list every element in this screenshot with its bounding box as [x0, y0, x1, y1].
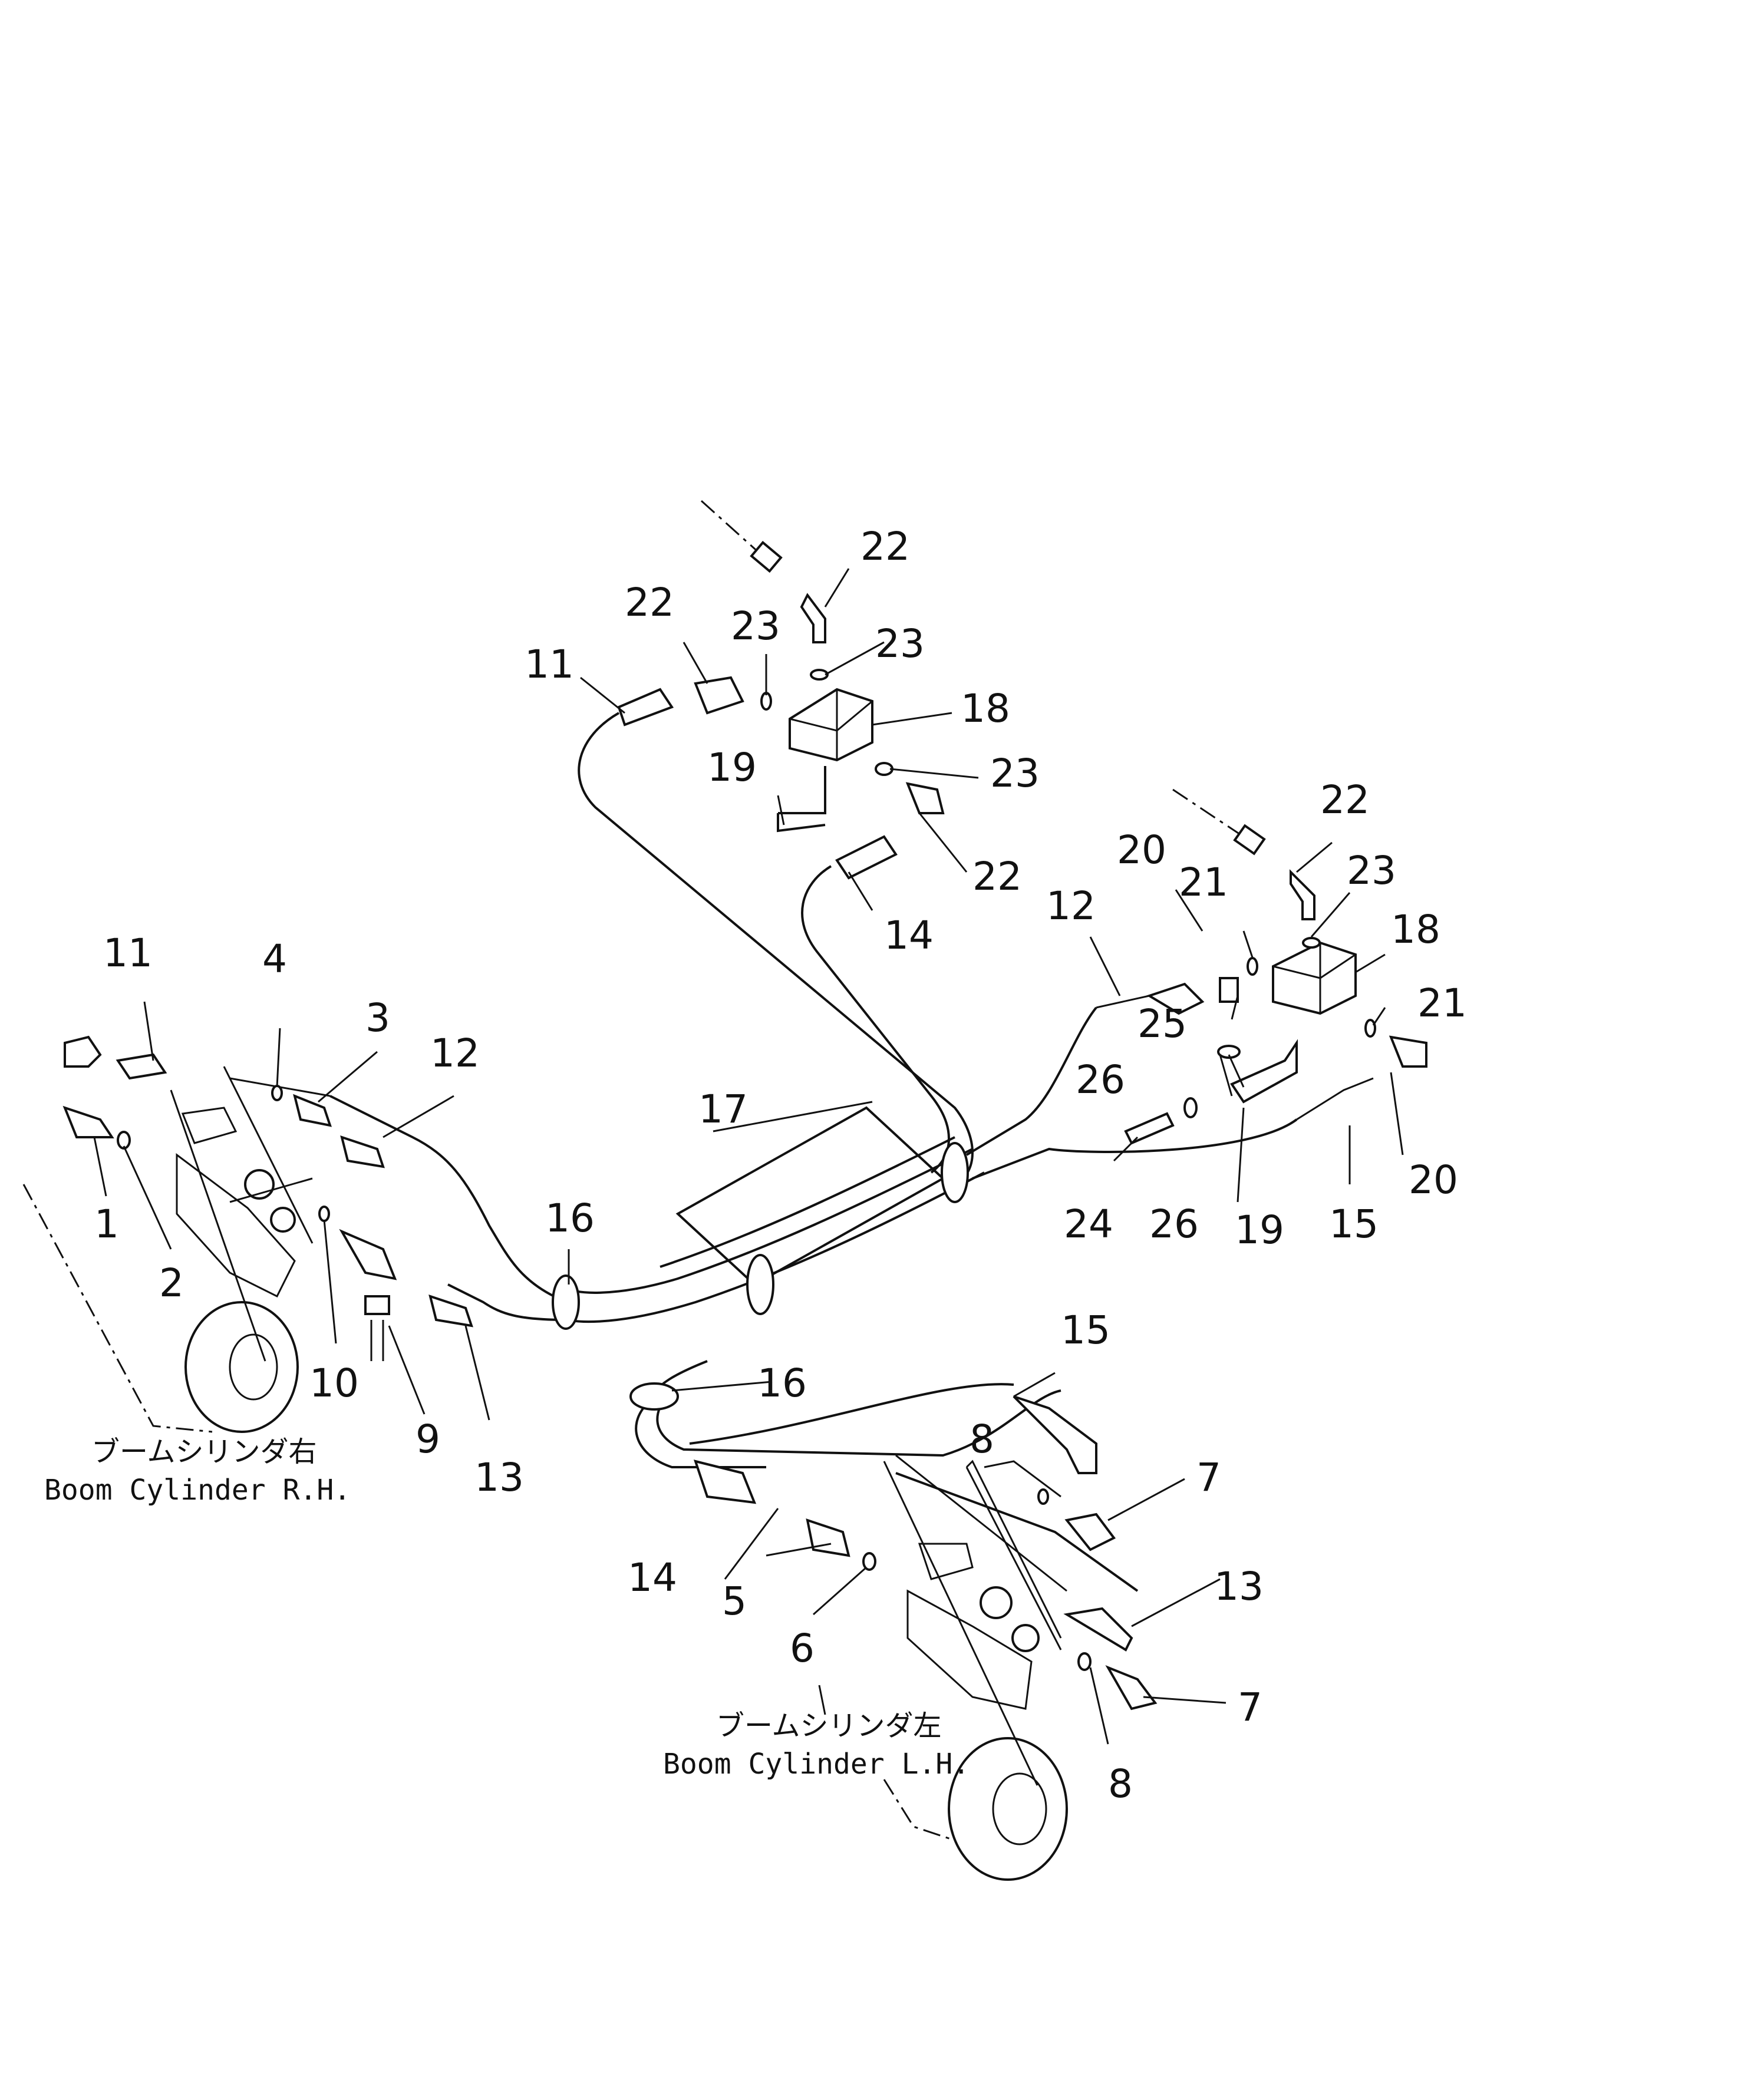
lower-fittings	[693, 1395, 1158, 1711]
part-label-1: 1	[94, 1201, 119, 1247]
part-label-22-upper-b: 22	[860, 524, 910, 569]
part-label-8b: 8	[1108, 1761, 1133, 1807]
caption-rh-english: Boom Cylinder R.H.	[44, 1474, 351, 1507]
hose-lines	[329, 712, 1298, 1592]
boom-cylinder-lh	[883, 1461, 1068, 1881]
part-label-23-upper-b: 23	[875, 621, 925, 666]
part-label-20-right: 20	[1409, 1157, 1458, 1203]
part-label-26-lower: 26	[1149, 1201, 1199, 1247]
part-label-7a: 7	[1196, 1455, 1221, 1500]
clamp-16-upper	[552, 1274, 580, 1330]
part-label-24: 24	[1064, 1201, 1113, 1247]
part-label-2: 2	[159, 1260, 184, 1306]
part-label-11-top: 11	[525, 642, 574, 687]
part-label-16-lower: 16	[757, 1361, 807, 1406]
part-label-13-lower: 13	[1214, 1564, 1264, 1609]
part-label-3: 3	[365, 995, 390, 1041]
part-label-15-right: 15	[1329, 1201, 1379, 1247]
part-label-21-top: 21	[1179, 860, 1228, 905]
part-label-12-right: 12	[1046, 883, 1096, 929]
part-label-21-right: 21	[1417, 980, 1467, 1026]
part-label-20-top: 20	[1117, 827, 1166, 873]
part-label-14-lower: 14	[628, 1555, 677, 1600]
part-label-19-upper: 19	[707, 745, 757, 790]
part-label-15-lower: 15	[1061, 1307, 1110, 1353]
captions: ブームシリンダ右 Boom Cylinder R.H. ブームシリンダ左 Boo…	[44, 1435, 970, 1781]
part-label-17: 17	[698, 1087, 748, 1132]
upper-fittings	[617, 500, 945, 880]
part-label-10: 10	[309, 1361, 359, 1406]
bracket-19-right	[1230, 1039, 1298, 1104]
part-label-4: 4	[262, 936, 287, 982]
part-label-22-right: 22	[1320, 777, 1370, 823]
caption-lh-japanese: ブームシリンダ左	[716, 1709, 942, 1742]
part-label-23-right: 23	[1347, 848, 1396, 893]
part-label-11-left: 11	[103, 930, 153, 976]
clamp-17	[675, 1106, 969, 1315]
part-label-16-upper: 16	[545, 1196, 595, 1241]
part-label-18-right: 18	[1391, 907, 1440, 952]
part-label-26-left: 26	[1076, 1057, 1125, 1102]
part-label-8a: 8	[970, 1416, 994, 1462]
valve-block-18-right	[1272, 941, 1357, 1015]
part-label-18-upper: 18	[961, 686, 1010, 731]
caption-rh-japanese: ブームシリンダ右	[91, 1435, 317, 1468]
part-label-25: 25	[1137, 1001, 1187, 1046]
part-label-6: 6	[790, 1626, 815, 1671]
part-label-14-top: 14	[884, 913, 934, 958]
part-label-9: 9	[416, 1416, 440, 1462]
part-label-12-left: 12	[430, 1031, 480, 1076]
part-label-23-upper-a: 23	[731, 603, 780, 649]
part-label-13-left: 13	[474, 1455, 524, 1500]
part-numbers: 1 2 3 4 5 6 7 7 8 8 9 10 11 11 12 12 13 …	[94, 524, 1467, 1807]
clamp-16-lower	[629, 1382, 679, 1411]
part-label-23-upper-c: 23	[990, 751, 1040, 796]
part-label-5: 5	[722, 1579, 747, 1624]
leader-lines	[93, 568, 1404, 1745]
part-label-22-upper-c: 22	[972, 854, 1022, 899]
right-fittings	[1096, 788, 1427, 1145]
boom-cylinder-rh	[22, 1066, 331, 1433]
part-label-7b: 7	[1238, 1685, 1262, 1730]
part-label-22-upper-a: 22	[625, 580, 674, 625]
valve-block-18-upper	[777, 688, 873, 833]
part-label-19-right: 19	[1235, 1207, 1284, 1253]
caption-lh-english: Boom Cylinder L.H.	[663, 1748, 970, 1781]
